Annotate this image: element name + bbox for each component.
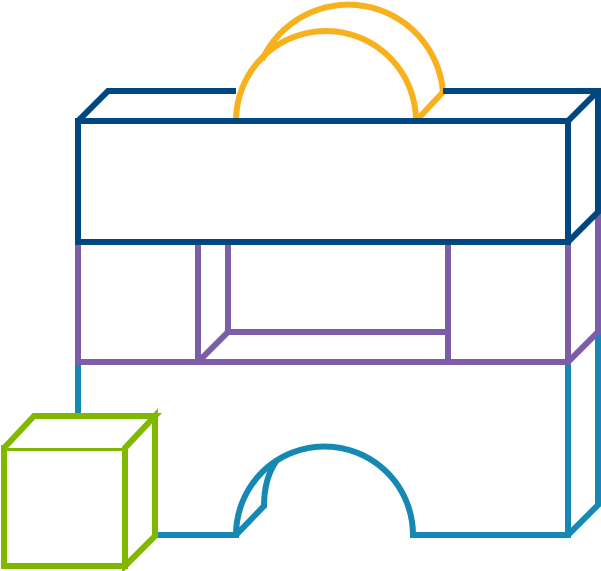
top-block: [75, 88, 601, 245]
top-block-top: [75, 88, 601, 124]
cube-block: [1, 408, 162, 571]
window-block: [75, 212, 601, 365]
arch-block: [75, 332, 601, 538]
half-disc-back: [259, 1, 447, 124]
cube-front: [1, 445, 128, 569]
window-block-outline: [75, 212, 601, 365]
top-block-front: [75, 118, 571, 245]
half-disc-front: [233, 28, 419, 122]
arch-block-outline: [75, 332, 601, 538]
top-block-side: [565, 91, 601, 245]
arch-back-edge: [233, 458, 280, 538]
half-disc-block: [233, 1, 447, 124]
cube-side: [122, 408, 158, 571]
